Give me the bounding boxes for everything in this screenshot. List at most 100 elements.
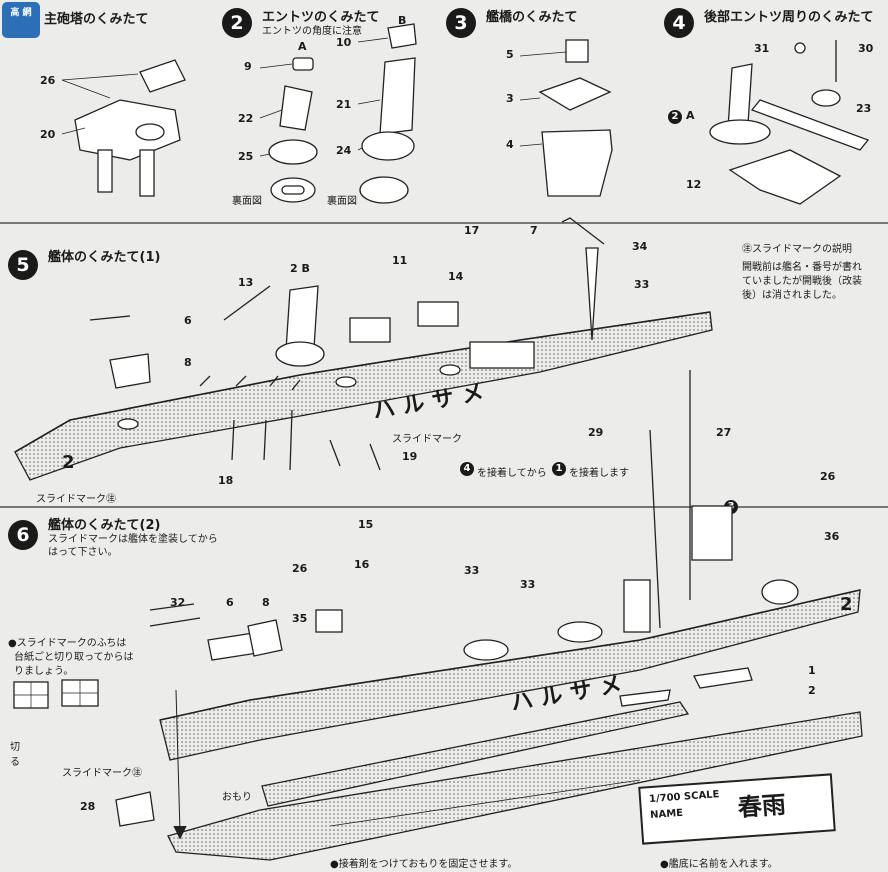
part-number: 36 (824, 530, 840, 543)
slide-note-line-2: ていましたが開戦後（改装 (742, 276, 862, 287)
part-number: 8 (262, 596, 270, 609)
funnel-b-part (359, 23, 417, 204)
part-number: 23 (856, 102, 872, 115)
part-number: 22 (238, 112, 254, 125)
cut-label: 切る (10, 742, 20, 768)
edge-note-3: りましょう。 (14, 666, 74, 677)
mast-parts (89, 217, 605, 389)
part-number: 9 (244, 60, 252, 73)
part-number: 24 (336, 144, 352, 157)
back-view-label-a: 裏面図 (232, 196, 262, 207)
hull-number-upper: 2 (62, 452, 75, 473)
section-2-badge: 2 (222, 8, 252, 38)
section-divider-2 (0, 506, 888, 508)
part-number: 27 (716, 426, 732, 439)
torpedo-launcher-parts (349, 301, 459, 343)
funnel-b-label: B (398, 14, 407, 27)
part-number: 31 (754, 42, 770, 55)
part-number: 26 (292, 562, 308, 575)
section-4-title: 後部エントツ周りのくみたて (704, 10, 874, 25)
part-number: 13 (238, 276, 254, 289)
funnel-b-on-hull (275, 285, 325, 367)
part-number: 30 (858, 42, 874, 55)
deck-fittings (117, 341, 535, 430)
part-number: 26 (820, 470, 836, 483)
section-3-title: 艦橋のくみたて (486, 10, 578, 25)
turret-gun-part (139, 59, 186, 93)
part-number: 15 (358, 518, 374, 531)
order-text-b: を接着します (569, 468, 629, 479)
ref-2b-label: 2 B (290, 262, 310, 275)
part-number: 20 (40, 128, 56, 141)
part-number: 25 (238, 150, 254, 163)
slide-note-title: ㊟スライドマークの説明 (742, 244, 852, 255)
part-number: 16 (354, 558, 370, 571)
ship-keel-part (167, 711, 863, 861)
small-boat-parts (619, 667, 753, 707)
part-number: 8 (184, 356, 192, 369)
hull-upper-part (14, 311, 713, 481)
section-6-note-1: スライドマークは艦体を塗装してから (48, 534, 218, 545)
section-6-badge: 6 (8, 520, 38, 550)
order-text-a: を接着してから (477, 468, 547, 479)
section-6-title: 艦体のくみたて(2) (48, 518, 161, 533)
gun-parts-section-6 (149, 603, 343, 661)
watermark-logo: 高 網 (2, 2, 40, 38)
glue-weight-note: ●接着剤をつけておもりを固定させます。 (330, 859, 518, 870)
slide-mark-label: スライドマーク (392, 434, 462, 445)
part-number: 34 (632, 240, 648, 253)
part-number: 2 (808, 684, 816, 697)
part-number: 6 (226, 596, 234, 609)
part-number: 35 (292, 612, 308, 625)
edge-note-1: ●スライドマークのふちは (8, 638, 127, 649)
rear-funnel-part (709, 40, 870, 205)
part-number: 6 (184, 314, 192, 327)
ref-label-a: A (686, 109, 695, 122)
part-number: 12 (686, 178, 702, 191)
part-number: 28 (80, 800, 96, 813)
part-number: 14 (448, 270, 464, 283)
part-number: 33 (520, 578, 536, 591)
section-3-badge: 3 (446, 8, 476, 38)
slide-mark-circled-label: スライドマーク㊟ (36, 494, 116, 505)
slide-note-line-3: 後）は消されました。 (742, 290, 842, 301)
section-2-title: エントツのくみたて (262, 10, 380, 25)
edge-note-2: 台紙ごと切り取ってからは (14, 652, 134, 663)
name-note: ●艦底に名前を入れます。 (660, 859, 778, 870)
railing-parts (199, 375, 381, 471)
part-number: 18 (218, 474, 234, 487)
section-4-badge: 4 (664, 8, 694, 38)
section-2-note: エントツの角度に注意 (262, 26, 362, 37)
hull-lower-part (159, 589, 861, 761)
hull-number-lower: 2 (840, 594, 853, 615)
section-6-note-2: はって下さい。 (48, 547, 118, 558)
part-number: 10 (336, 36, 352, 49)
weight-plate-part (261, 701, 690, 807)
order-badge-4: 4 (460, 462, 474, 476)
funnel-a-label: A (298, 40, 307, 53)
ref-badge-2: 2 (668, 110, 682, 124)
slide-note-line-1: 開戦前は艦名・番号が書れ (742, 262, 862, 273)
part-number: 33 (634, 278, 650, 291)
section-divider-1 (0, 222, 888, 224)
part-number: 19 (402, 450, 418, 463)
section-1-title: 主砲塔のくみたて (44, 12, 149, 27)
flag-decal-part (13, 679, 155, 827)
back-view-label-b: 裏面図 (327, 196, 357, 207)
part-number: 1 (808, 664, 816, 677)
part-number: 29 (588, 426, 604, 439)
part-number: 11 (392, 254, 408, 267)
hull-superstructure (463, 370, 799, 661)
weight-label: おもり (222, 792, 252, 803)
part-number: 7 (530, 224, 538, 237)
slide-mark-circled-label-2: スライドマーク㊟ (62, 768, 142, 779)
turret-base-part (74, 99, 181, 197)
part-number: 3 (506, 92, 514, 105)
section-5-badge: 5 (8, 250, 38, 280)
funnel-a-part (268, 57, 318, 203)
part-number: 33 (464, 564, 480, 577)
part-number: 26 (40, 74, 56, 87)
section-5-title: 艦体のくみたて(1) (48, 250, 161, 265)
